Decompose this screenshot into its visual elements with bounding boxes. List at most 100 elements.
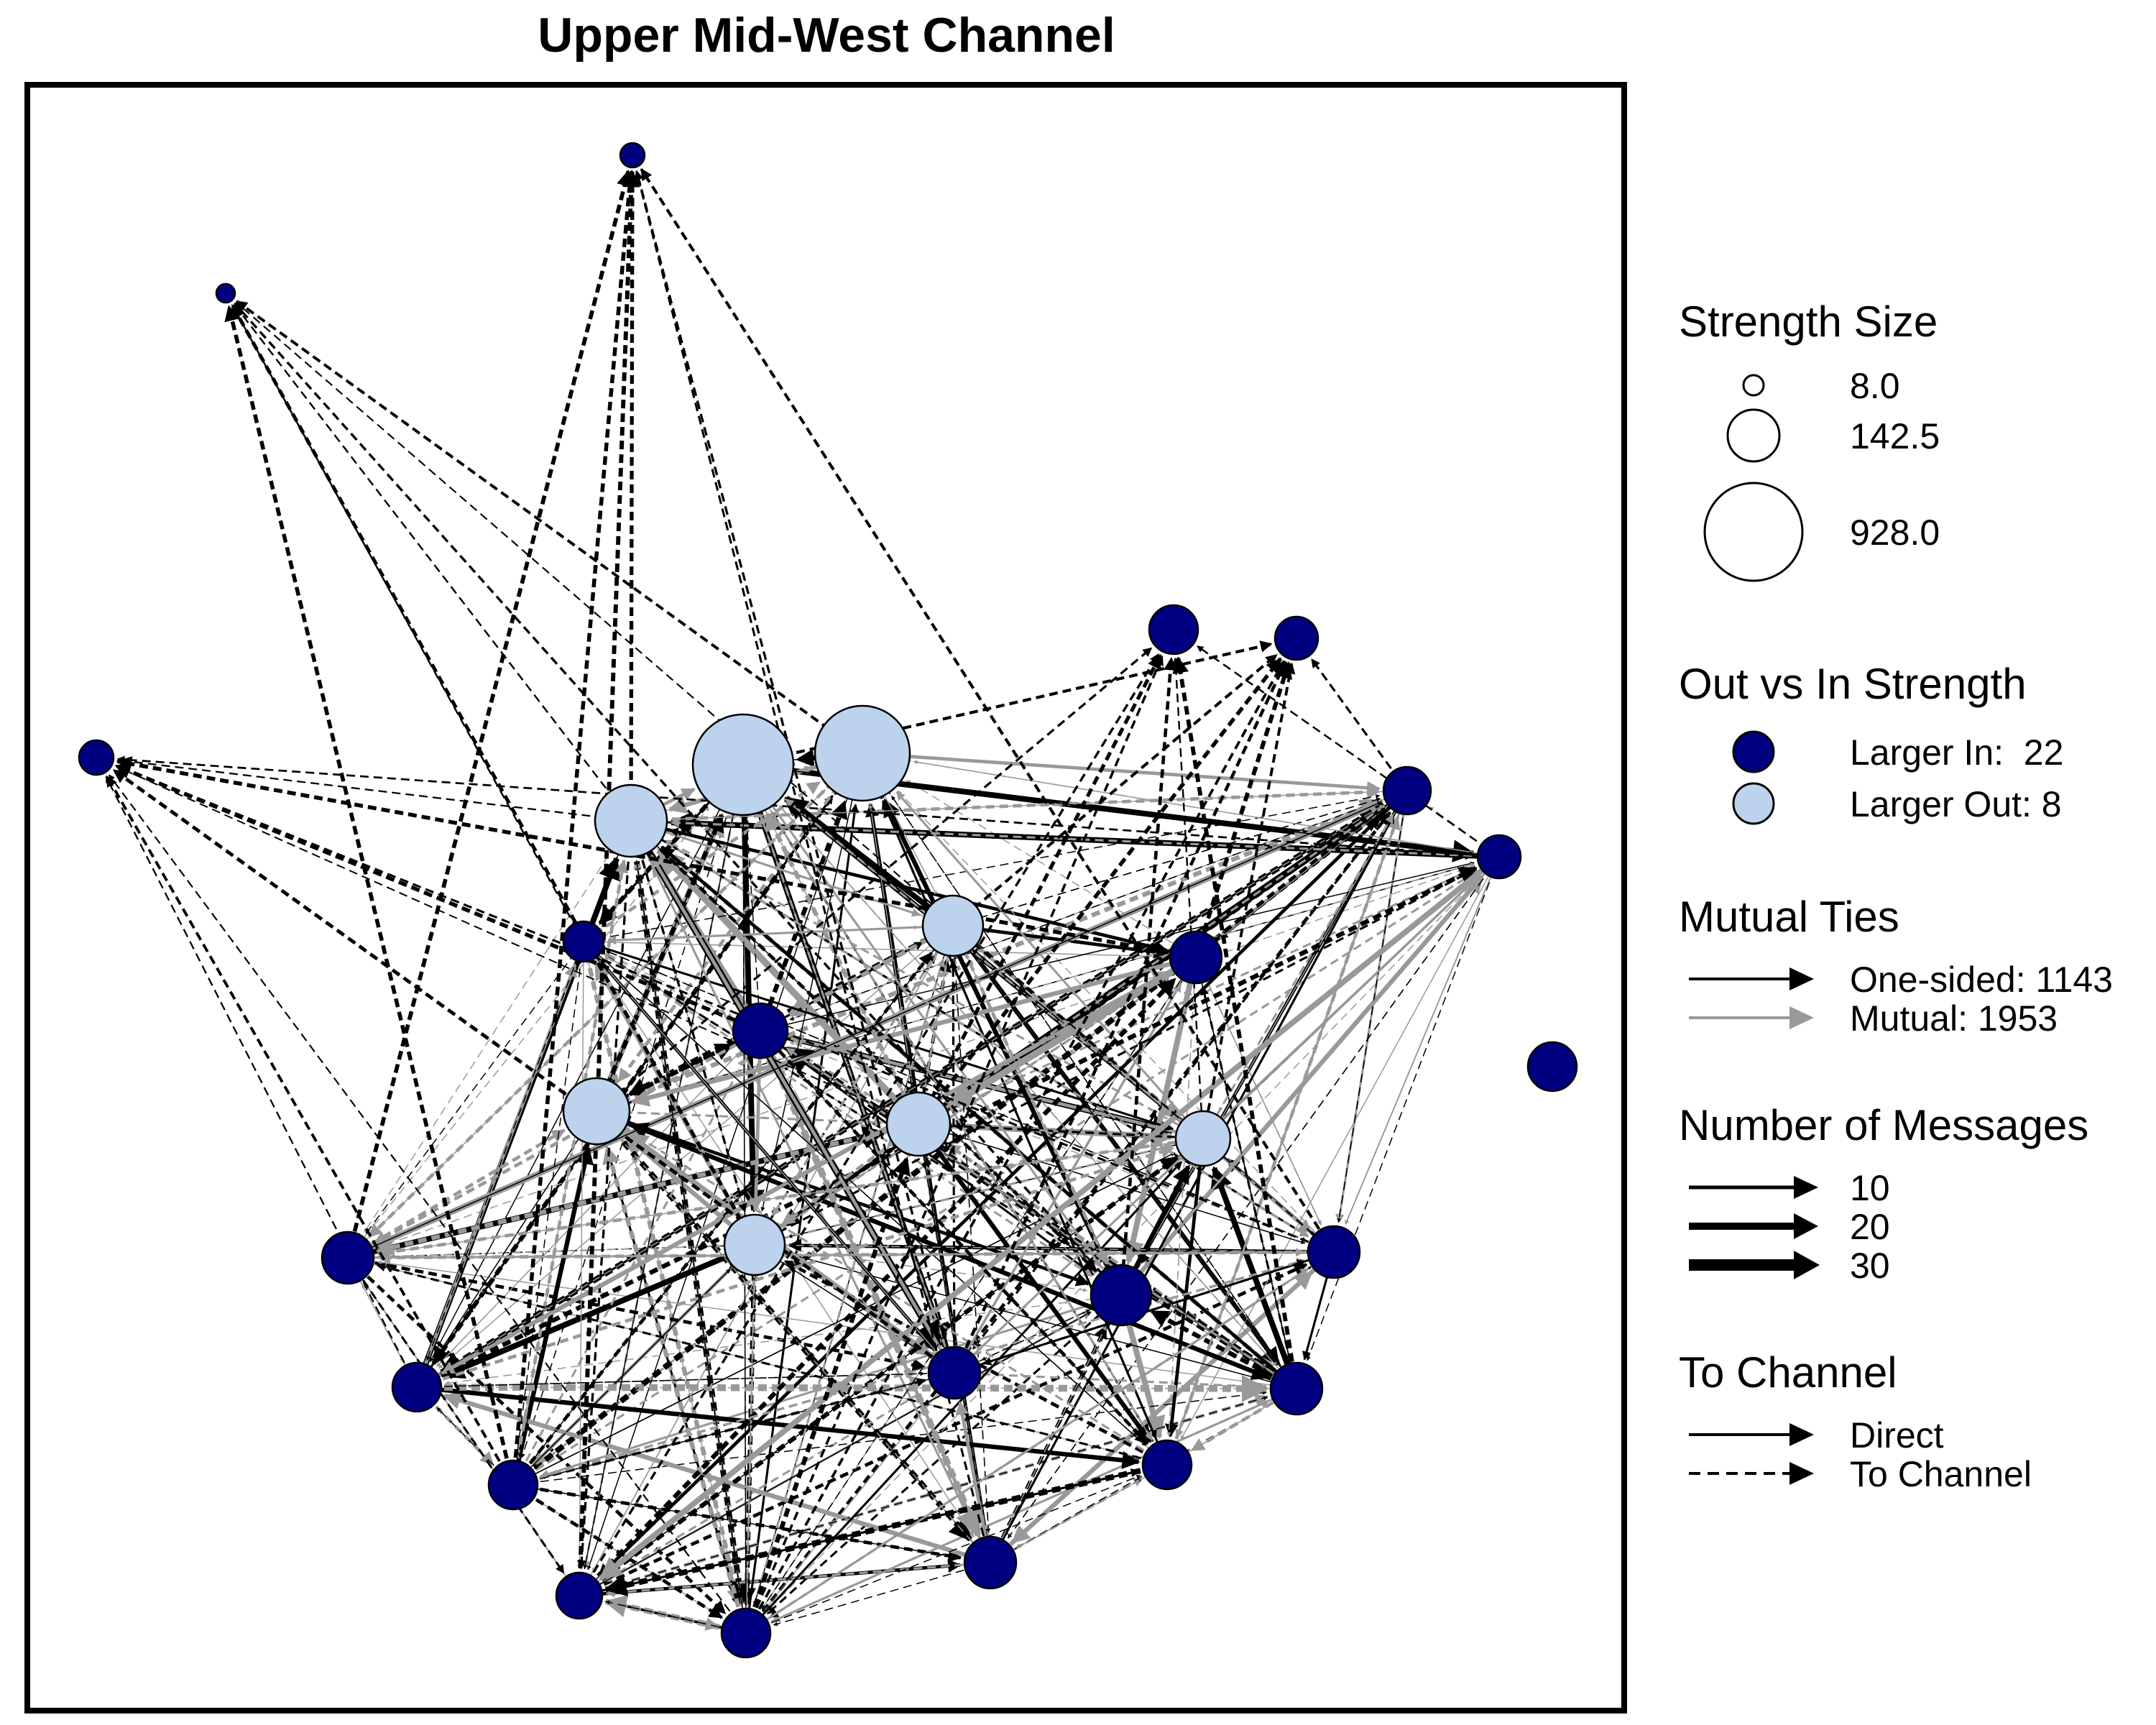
network-edge xyxy=(862,753,1380,791)
network-edge xyxy=(604,1462,1168,1596)
network-edge xyxy=(772,925,954,1217)
network-edge xyxy=(1172,656,1299,1389)
network-edge xyxy=(752,925,954,1606)
network-edge xyxy=(1202,662,1296,1139)
network-edge xyxy=(347,1243,721,1259)
network-edge xyxy=(895,791,1204,1140)
network-edge xyxy=(745,1267,1309,1634)
figure-title: Upper Mid-West Channel xyxy=(538,8,1115,63)
legend-larger-in-dot xyxy=(1732,730,1775,773)
network-edge xyxy=(640,167,1335,1254)
network-edge xyxy=(1195,957,1322,1225)
network-edge xyxy=(759,815,956,1374)
network-node-larger-in xyxy=(927,1346,982,1400)
network-edge xyxy=(347,801,1382,1259)
network-node-larger-in xyxy=(555,1571,604,1620)
network-edge xyxy=(789,1034,1204,1141)
network-edge xyxy=(115,765,919,1125)
network-edge xyxy=(784,796,955,929)
network-edge xyxy=(512,1057,747,1486)
network-edge xyxy=(105,776,418,1388)
network-edge xyxy=(233,303,632,822)
legend-mutual-ties-heading: Mutual Ties xyxy=(1679,893,1899,941)
network-node-larger-in xyxy=(1148,604,1199,656)
network-edge xyxy=(1202,814,1394,1139)
legend-to-channel-label: To Channel xyxy=(1850,1454,2032,1494)
network-edge xyxy=(1120,985,1192,1296)
network-edge xyxy=(948,959,958,1374)
network-node-larger-in xyxy=(78,739,115,776)
plot-frame xyxy=(24,82,1627,1714)
network-edge xyxy=(376,1136,1204,1259)
network-edge xyxy=(116,755,1500,858)
network-edge xyxy=(583,940,1272,1374)
legend-mutual-label: Mutual: 1953 xyxy=(1850,998,2058,1039)
network-node-larger-in xyxy=(1307,1225,1361,1279)
network-edge xyxy=(227,305,515,1486)
network-edge xyxy=(990,1325,1107,1563)
network-edge xyxy=(952,925,991,1533)
legend-size-928-circle xyxy=(1703,482,1804,582)
network-edge xyxy=(416,1384,1141,1470)
network-node-larger-out xyxy=(921,894,985,957)
network-edge xyxy=(897,790,1335,1253)
legend-larger-out-dot xyxy=(1732,782,1775,825)
network-node-larger-in xyxy=(562,920,605,963)
network-node-larger-in xyxy=(391,1361,443,1413)
network-edge xyxy=(583,941,1146,1446)
network-edge xyxy=(761,957,1197,1610)
network-edge xyxy=(512,1269,731,1486)
network-edge xyxy=(760,1030,1272,1373)
network-edge xyxy=(578,653,1160,1596)
network-node-larger-in xyxy=(1476,834,1522,880)
network-edge xyxy=(109,774,747,1634)
network-edge xyxy=(579,1396,1268,1596)
network-edge xyxy=(597,789,1409,1578)
network-node-larger-out xyxy=(594,783,668,858)
network-edge xyxy=(595,798,1383,1113)
network-edge xyxy=(745,957,946,1634)
legend-to-channel-arrowhead xyxy=(1789,1462,1814,1485)
network-edge xyxy=(952,661,1287,1374)
network-edge xyxy=(346,170,632,1259)
network-edge xyxy=(520,764,744,1458)
network-edge xyxy=(754,1143,1174,1246)
network-edge xyxy=(1119,657,1177,1296)
network-edge xyxy=(759,1029,1149,1445)
network-node-larger-in xyxy=(732,1002,789,1059)
network-edge xyxy=(1150,1309,1298,1391)
legend-to-channel-heading: To Channel xyxy=(1679,1348,1897,1397)
network-edge xyxy=(972,790,1409,1350)
network-edge xyxy=(577,820,632,1570)
legend-strength-size-heading: Strength Size xyxy=(1679,298,1938,346)
network-edge xyxy=(347,1248,1305,1259)
legend-direct-arrowhead xyxy=(1789,1423,1814,1446)
network-edge xyxy=(512,1484,723,1619)
network-edge xyxy=(114,763,762,1033)
network-edge xyxy=(441,955,1197,1375)
network-edge xyxy=(627,1130,1168,1466)
network-edge xyxy=(630,954,1197,1107)
network-edge xyxy=(773,1562,991,1627)
network-edge xyxy=(116,756,1197,960)
network-edge xyxy=(116,757,632,822)
legend-direct-label: Direct xyxy=(1850,1415,1944,1455)
network-edge xyxy=(347,864,1475,1259)
network-node-larger-in xyxy=(487,1459,539,1511)
network-edge xyxy=(593,961,757,1246)
network-edge xyxy=(745,812,1391,1634)
network-edge xyxy=(1172,657,1204,1139)
network-edge xyxy=(954,1371,1268,1392)
network-edge xyxy=(582,781,821,943)
network-edge xyxy=(789,1041,1335,1253)
legend-messages-20-label: 20 xyxy=(1850,1207,1890,1247)
network-node-larger-in xyxy=(215,282,236,304)
network-edge xyxy=(954,1309,1091,1374)
network-edge xyxy=(512,807,1386,1486)
network-edge xyxy=(577,978,1177,1598)
network-edge xyxy=(596,862,1475,1112)
network-edge xyxy=(1194,661,1291,958)
network-edge xyxy=(583,794,1381,942)
network-edge xyxy=(347,1256,926,1372)
network-edge xyxy=(605,1600,747,1634)
